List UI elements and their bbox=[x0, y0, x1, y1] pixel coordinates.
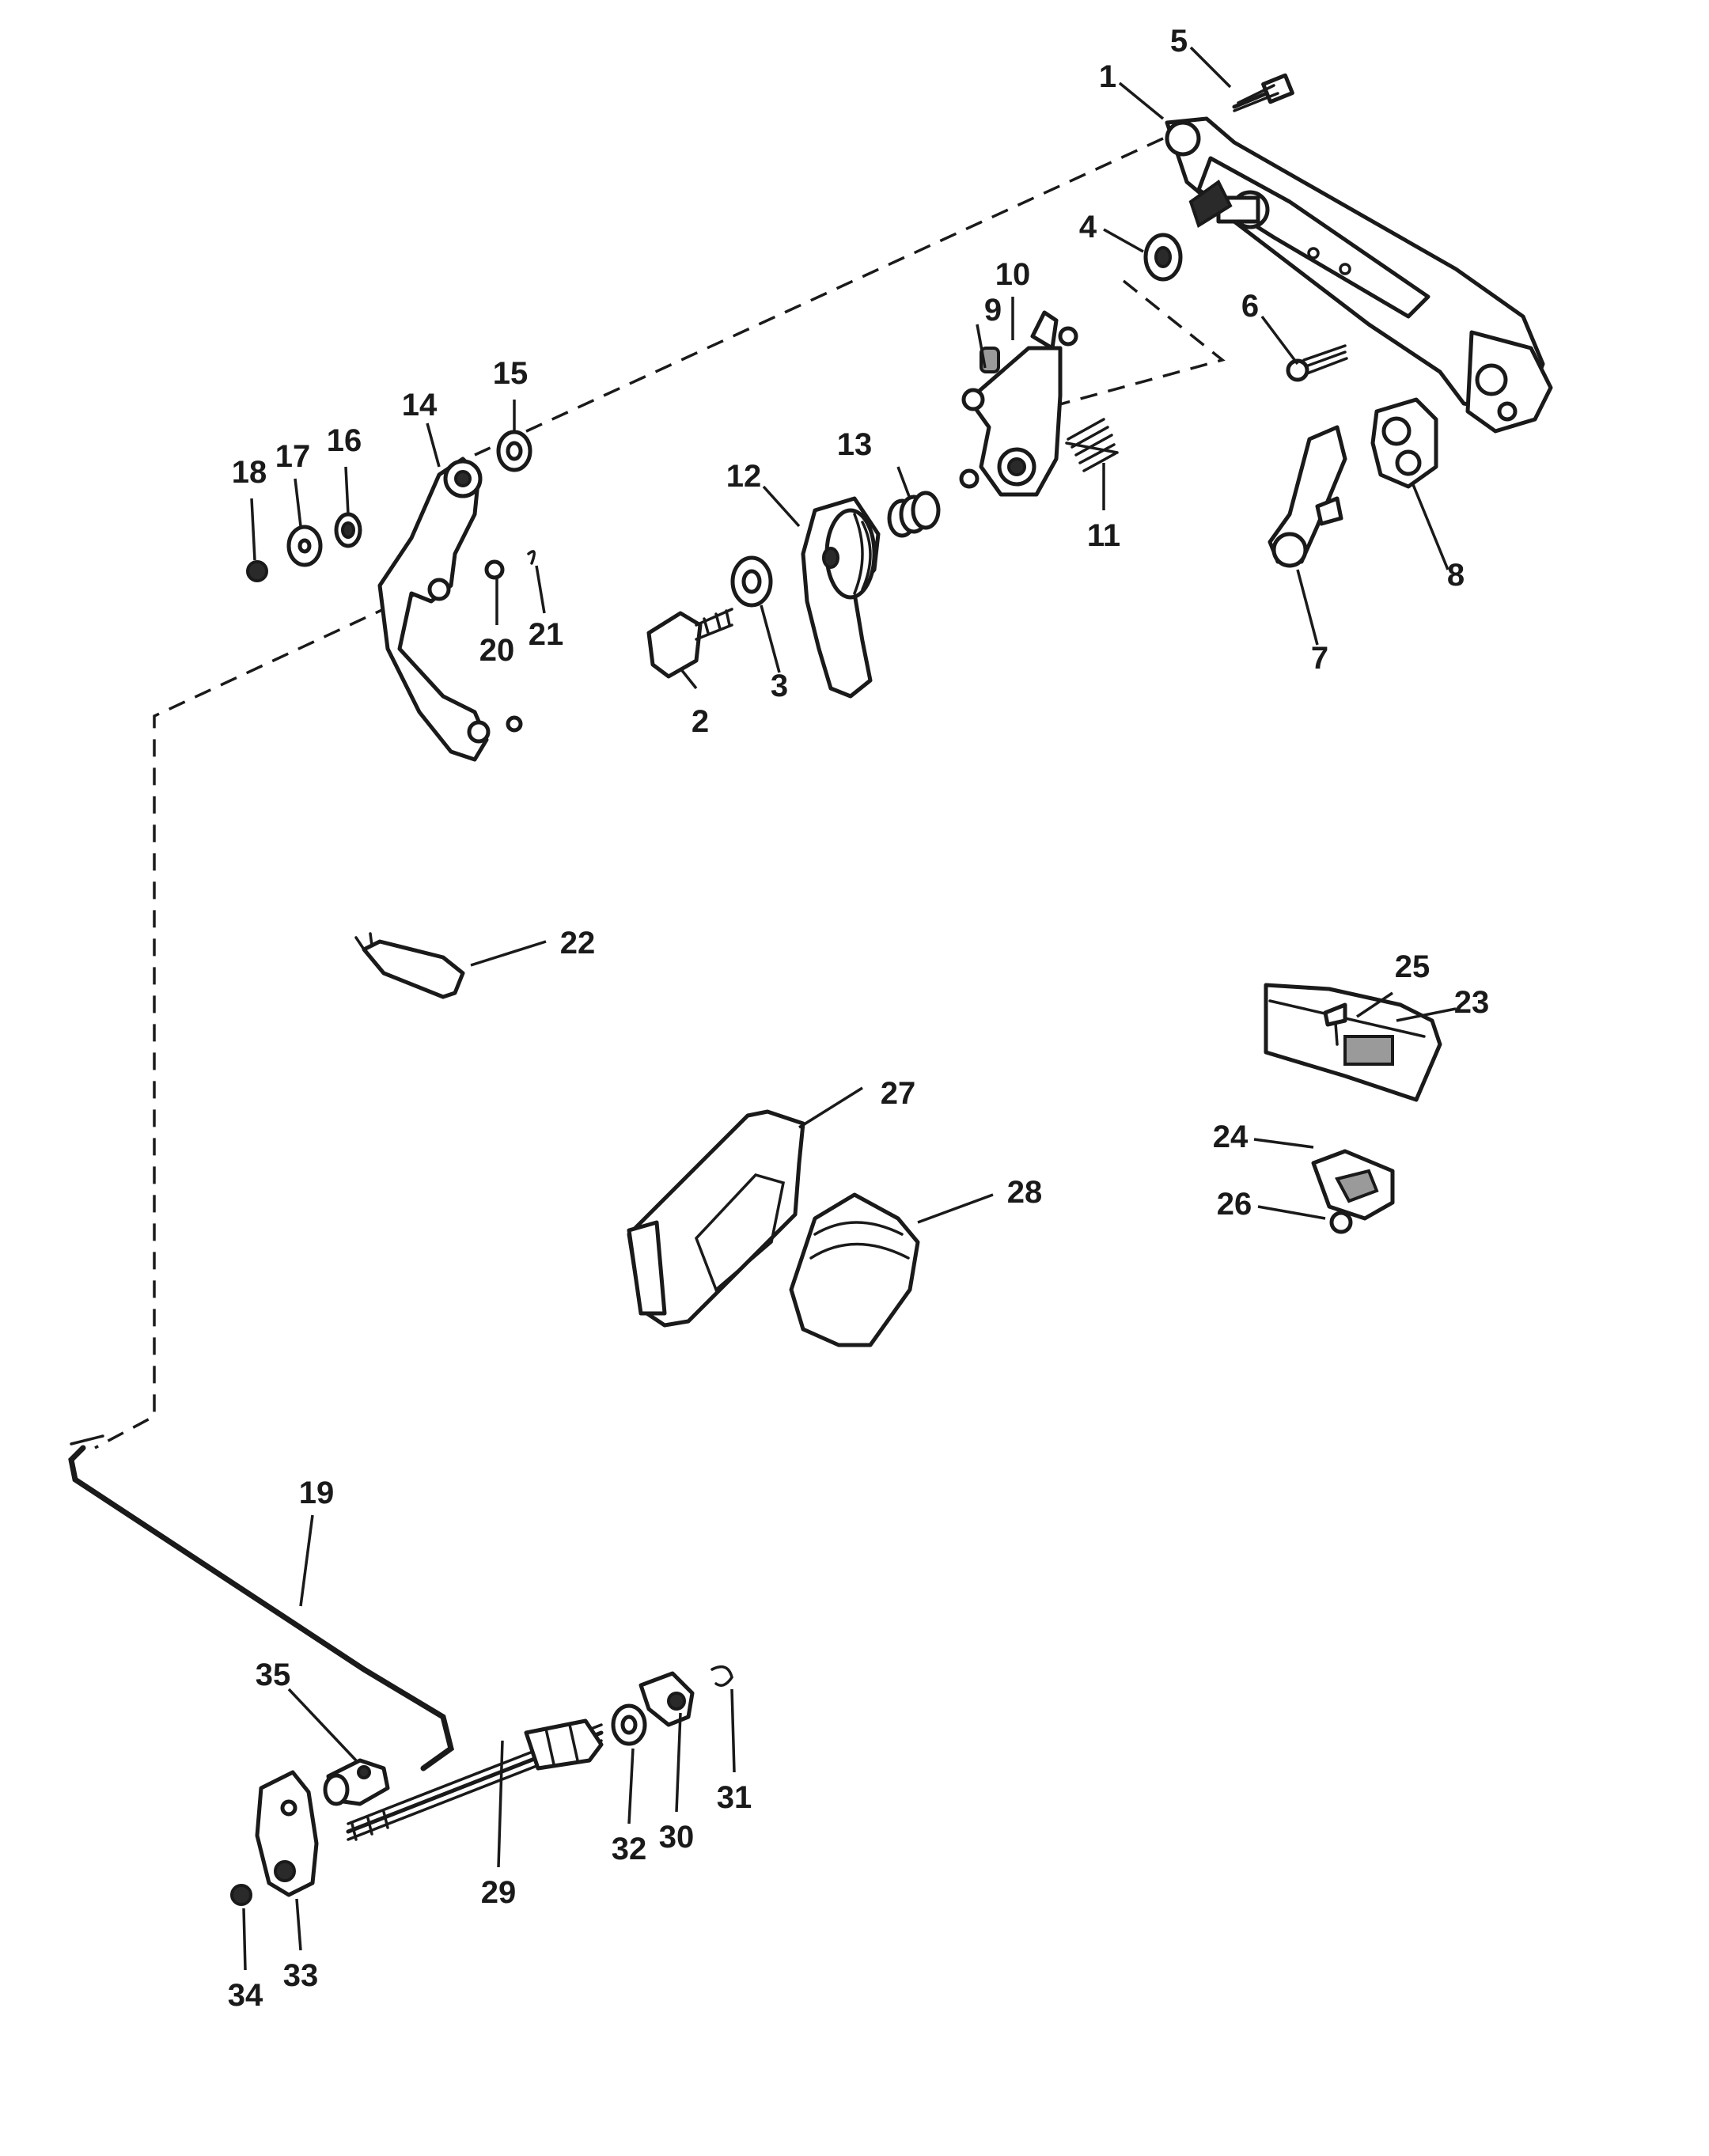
part-21-pin bbox=[527, 550, 536, 565]
part-23-cover bbox=[1264, 983, 1442, 1102]
callout-31: 31 bbox=[717, 1780, 752, 1815]
leader-lines bbox=[242, 46, 1457, 1971]
part-26-nut bbox=[1329, 1211, 1353, 1234]
part-15-washer bbox=[496, 430, 532, 472]
callout-32: 32 bbox=[612, 1832, 647, 1866]
callout-6: 6 bbox=[1241, 289, 1259, 324]
shaft-clevis bbox=[524, 1718, 604, 1771]
callout-13: 13 bbox=[837, 427, 873, 462]
callout-29: 29 bbox=[481, 1875, 517, 1910]
part-19-rod bbox=[68, 1434, 454, 1771]
part-22-clip bbox=[354, 932, 465, 999]
callout-21: 21 bbox=[529, 617, 564, 652]
part-4-washer bbox=[1143, 233, 1183, 282]
part-11-spring bbox=[1065, 418, 1119, 472]
part-31-clip bbox=[711, 1665, 733, 1687]
part-13-spring bbox=[887, 491, 941, 538]
callout-28: 28 bbox=[1007, 1175, 1043, 1210]
callout-5: 5 bbox=[1170, 24, 1188, 59]
callout-19: 19 bbox=[299, 1476, 335, 1510]
part-27-frame bbox=[627, 1109, 805, 1328]
part-25-screw bbox=[1323, 1002, 1347, 1046]
part-24-plate bbox=[1311, 1149, 1395, 1221]
part-17-washer bbox=[286, 525, 323, 567]
callout-27: 27 bbox=[881, 1076, 916, 1111]
callout-8: 8 bbox=[1447, 558, 1465, 593]
callout-14: 14 bbox=[402, 388, 438, 422]
callout-11: 11 bbox=[1087, 518, 1120, 553]
callout-16: 16 bbox=[327, 423, 362, 458]
callout-7: 7 bbox=[1311, 641, 1328, 676]
callout-22: 22 bbox=[560, 926, 596, 961]
callout-26: 26 bbox=[1217, 1187, 1252, 1222]
callout-4: 4 bbox=[1079, 210, 1097, 244]
part-16-bushing bbox=[334, 512, 362, 548]
callout-12: 12 bbox=[726, 459, 762, 494]
assembly-line-left bbox=[94, 580, 444, 1449]
part-30-lever bbox=[639, 1671, 695, 1727]
callout-23: 23 bbox=[1454, 985, 1490, 1020]
part-5-screw bbox=[1232, 73, 1294, 112]
callout-25: 25 bbox=[1395, 949, 1430, 984]
part-7-arm bbox=[1268, 425, 1347, 568]
assembly-line-upper bbox=[474, 137, 1164, 457]
part-3-washer bbox=[730, 555, 773, 608]
callout-10: 10 bbox=[995, 257, 1031, 292]
callout-34: 34 bbox=[228, 1978, 263, 2013]
callout-2: 2 bbox=[692, 704, 709, 739]
part-9-lever bbox=[959, 310, 1078, 497]
part-2-bolt bbox=[646, 608, 733, 679]
callout-3: 3 bbox=[771, 669, 788, 703]
callout-18: 18 bbox=[232, 455, 267, 490]
part-35-fitting bbox=[323, 1758, 390, 1806]
part-32-washer bbox=[611, 1703, 647, 1746]
callout-15: 15 bbox=[493, 356, 529, 391]
part-6-screw bbox=[1286, 344, 1348, 382]
part-12-cam bbox=[801, 496, 881, 699]
part-8-bushing bbox=[1370, 397, 1438, 489]
callout-9: 9 bbox=[984, 293, 1002, 328]
part-33-arm bbox=[255, 1770, 319, 1897]
callout-35: 35 bbox=[256, 1658, 291, 1692]
part-18-nut bbox=[246, 560, 268, 582]
callout-30: 30 bbox=[659, 1820, 695, 1855]
callout-20: 20 bbox=[479, 633, 515, 668]
assembly-line-link bbox=[1004, 279, 1226, 421]
callout-17: 17 bbox=[275, 439, 311, 474]
part-14-arm bbox=[377, 457, 523, 762]
callout-24: 24 bbox=[1213, 1120, 1249, 1154]
part-34-nut bbox=[230, 1884, 252, 1906]
part-20-washer bbox=[484, 559, 505, 580]
callout-1: 1 bbox=[1099, 59, 1116, 94]
part-1-bracket bbox=[1165, 116, 1553, 434]
part-28-grommet bbox=[789, 1192, 920, 1347]
callout-33: 33 bbox=[283, 1958, 319, 1993]
